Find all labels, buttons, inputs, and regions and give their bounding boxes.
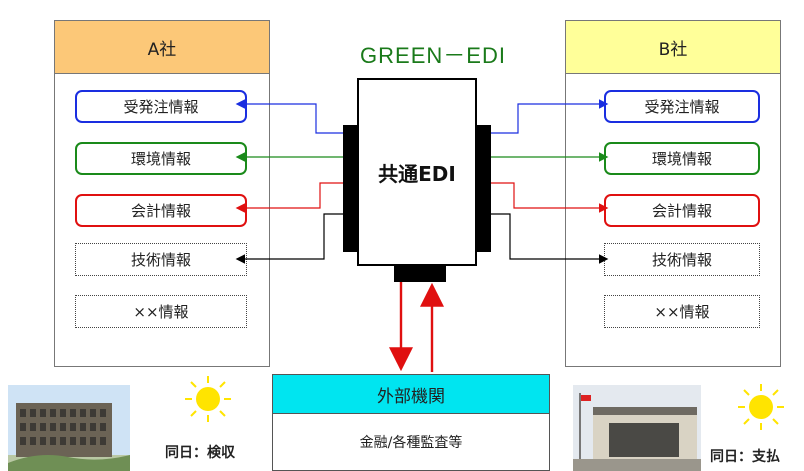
connector-b-order <box>491 99 609 134</box>
company-b-label: B社 <box>658 39 688 60</box>
company-a-panel: A社 受発注情報 環境情報 会計情報 技術情報 ××情報 <box>54 20 270 367</box>
company-a-label: A社 <box>147 39 177 60</box>
connector-a-order <box>235 99 343 134</box>
edi-port-right <box>475 125 491 252</box>
company-b-header: B社 <box>566 21 780 74</box>
edi-port-left <box>343 125 359 252</box>
company-a-header: A社 <box>55 21 269 74</box>
common-edi-label: 共通EDI <box>378 161 456 186</box>
company-a-item-technical: 技術情報 <box>75 243 247 276</box>
office-building-image-right <box>573 385 701 471</box>
company-b-item-technical: 技術情報 <box>604 243 760 276</box>
company-a-item-other: ××情報 <box>75 295 247 328</box>
external-org-description: 金融/各種監査等 <box>359 435 463 451</box>
company-b-item-environment: 環境情報 <box>604 142 760 175</box>
company-a-item-environment: 環境情報 <box>75 142 247 175</box>
external-org-body: 金融/各種監査等 <box>272 414 550 471</box>
company-a-item-accounting: 会計情報 <box>75 194 247 227</box>
caption-right: 同日：支払 <box>710 449 780 465</box>
company-b-panel: B社 受発注情報 環境情報 会計情報 技術情報 ××情報 <box>565 20 781 367</box>
connector-b-technical <box>491 213 609 264</box>
company-b-item-order: 受発注情報 <box>604 90 760 123</box>
diagram-title: GREEN－EDI <box>360 43 506 68</box>
external-org-label: 外部機関 <box>377 386 445 407</box>
edi-port-bottom <box>394 262 446 282</box>
company-a-item-order: 受発注情報 <box>75 90 247 123</box>
caption-left: 同日：検収 <box>165 445 235 461</box>
connector-b-accounting <box>491 182 609 213</box>
company-b-item-accounting: 会計情報 <box>604 194 760 227</box>
company-b-item-other: ××情報 <box>604 295 760 328</box>
sun-icon-right <box>738 384 784 430</box>
common-edi-box: 共通EDI <box>357 78 477 266</box>
connector-a-accounting <box>235 182 343 213</box>
external-org-header: 外部機関 <box>272 374 550 414</box>
office-building-image-left <box>8 385 130 471</box>
connector-a-technical <box>235 213 343 264</box>
sun-icon-left <box>185 376 231 422</box>
